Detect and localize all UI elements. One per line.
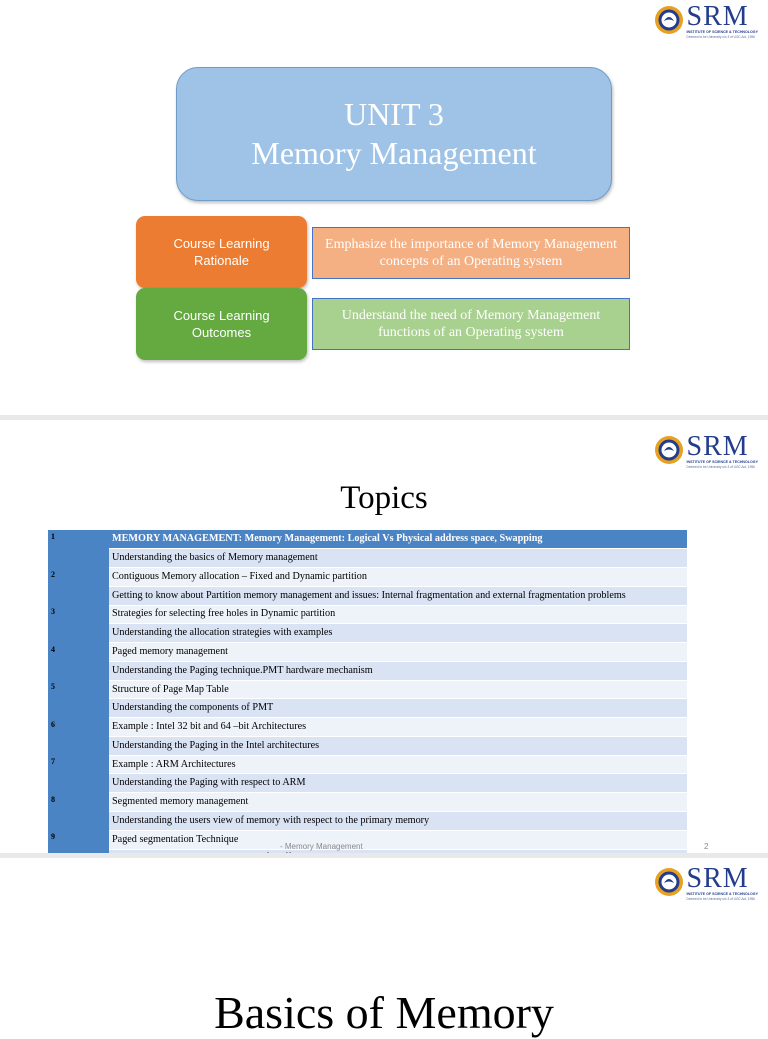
topic-text: Paged segmentation Technique (109, 830, 687, 850)
topic-text: Segmented memory management (109, 792, 687, 812)
table-row: Understanding the components of PMT (48, 698, 687, 719)
srm-emblem-icon (654, 436, 683, 464)
slide-course-intro: SRM INSTITUTE OF SCIENCE & TECHNOLOGY De… (0, 0, 768, 415)
logo-wordmark: SRM (686, 863, 749, 894)
srm-logo: SRM INSTITUTE OF SCIENCE & TECHNOLOGY De… (653, 863, 758, 901)
topic-number: 9 (48, 830, 109, 850)
slide-divider (0, 415, 768, 420)
topic-number (48, 586, 109, 606)
logo-subtitle: INSTITUTE OF SCIENCE & TECHNOLOGY (686, 892, 758, 896)
topic-number (48, 773, 109, 793)
slide-footer: - Memory Management (280, 842, 363, 851)
unit-title-box: UNIT 3 Memory Management (176, 67, 612, 201)
course-learning-outcomes-label: Course Learning Outcomes (136, 288, 307, 360)
table-row: Understanding the basics of Memory manag… (48, 548, 687, 569)
table-row: Understanding the users view of memory w… (48, 811, 687, 831)
topic-number (48, 623, 109, 643)
table-row: Getting to know about Partition memory m… (48, 586, 687, 606)
topics-title: Topics (340, 480, 428, 516)
topic-text: Example : Intel 32 bit and 64 –bit Archi… (109, 717, 687, 737)
logo-subtitle: INSTITUTE OF SCIENCE & TECHNOLOGY (686, 30, 758, 34)
topic-text: Paged memory management (109, 642, 687, 662)
topic-number: 6 (48, 717, 109, 737)
unit-subtitle: Memory Management (251, 135, 537, 171)
topic-number: 8 (48, 792, 109, 812)
logo-wordmark: SRM (686, 1, 749, 32)
slide-divider (0, 853, 768, 858)
topic-text: Understanding the users view of memory w… (109, 811, 687, 831)
table-row: Understanding the Paging technique.PMT h… (48, 661, 687, 681)
course-learning-outcomes-text: Understand the need of Memory Management… (312, 298, 630, 350)
slide-basics: SRM INSTITUTE OF SCIENCE & TECHNOLOGY De… (0, 858, 768, 1038)
topic-text: Contiguous Memory allocation – Fixed and… (109, 567, 687, 587)
topic-text: MEMORY MANAGEMENT: Memory Management: Lo… (109, 530, 687, 550)
course-learning-rationale-text: Emphasize the importance of Memory Manag… (312, 227, 630, 279)
topic-text: Understanding the basics of Memory manag… (109, 548, 687, 569)
topic-text: Understanding the Paging in the Intel ar… (109, 736, 687, 756)
topic-text: Understanding the Paging technique.PMT h… (109, 661, 687, 681)
topic-number (48, 548, 109, 568)
srm-emblem-icon (654, 6, 683, 34)
topic-number (48, 736, 109, 756)
basics-title: Basics of Memory (214, 987, 554, 1038)
course-learning-rationale-label: Course Learning Rationale (136, 216, 307, 288)
logo-tagline: Deemed to be University u/s 3 of UGC Act… (686, 465, 755, 469)
table-row: Understanding the Paging with respect to… (48, 773, 687, 794)
slide-topics: SRM INSTITUTE OF SCIENCE & TECHNOLOGY De… (0, 420, 768, 869)
topic-number: 5 (48, 680, 109, 699)
topic-number: 3 (48, 605, 109, 624)
topic-number: 1 (48, 530, 109, 549)
table-row: Understanding the allocation strategies … (48, 623, 687, 644)
logo-tagline: Deemed to be University u/s 3 of UGC Act… (686, 897, 755, 901)
srm-logo: SRM INSTITUTE OF SCIENCE & TECHNOLOGY De… (653, 1, 758, 39)
topic-text: Getting to know about Partition memory m… (109, 586, 687, 606)
topic-text: Example : ARM Architectures (109, 755, 687, 775)
topic-number (48, 661, 109, 681)
srm-logo: SRM INSTITUTE OF SCIENCE & TECHNOLOGY De… (653, 431, 758, 469)
topic-text: Strategies for selecting free holes in D… (109, 605, 687, 625)
topic-number: 2 (48, 567, 109, 587)
topic-number (48, 811, 109, 831)
logo-wordmark: SRM (686, 431, 749, 462)
logo-tagline: Deemed to be University u/s 3 of UGC Act… (686, 35, 755, 39)
topic-text: Understanding the Paging with respect to… (109, 773, 687, 794)
topic-number: 7 (48, 755, 109, 774)
topic-text: Structure of Page Map Table (109, 680, 687, 700)
table-row: Understanding the Paging in the Intel ar… (48, 736, 687, 756)
srm-emblem-icon (654, 868, 683, 896)
page-number: 2 (704, 842, 709, 851)
unit-title: UNIT 3 (344, 96, 444, 132)
logo-subtitle: INSTITUTE OF SCIENCE & TECHNOLOGY (686, 460, 758, 464)
topic-text: Understanding the components of PMT (109, 698, 687, 719)
topic-text: Understanding the allocation strategies … (109, 623, 687, 644)
topic-number: 4 (48, 642, 109, 662)
topic-number (48, 698, 109, 718)
